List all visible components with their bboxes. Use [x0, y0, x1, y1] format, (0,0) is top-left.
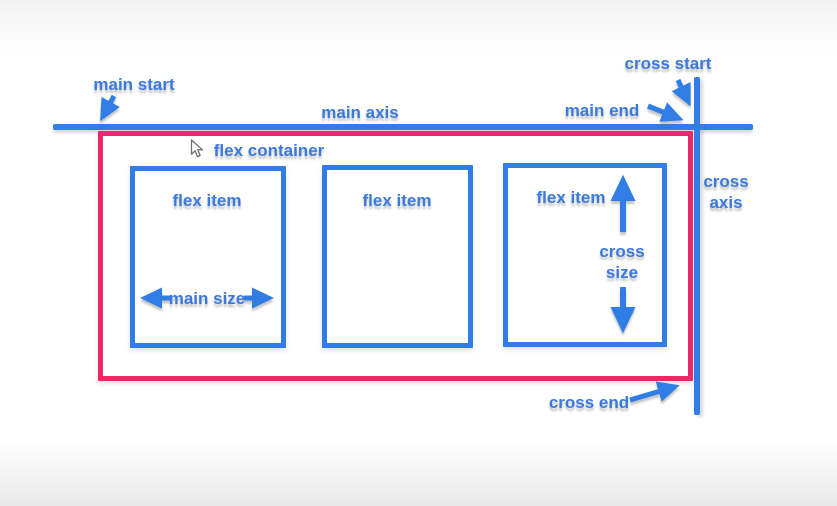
main-axis-line: [53, 124, 753, 130]
cross-start-arrow: [671, 78, 691, 107]
main-start-arrow: [100, 94, 120, 122]
main-end-arrow: [647, 102, 684, 122]
main-end-label: main end: [564, 101, 640, 120]
mouse-cursor-icon: [190, 139, 204, 158]
cross-end-arrow: [629, 381, 680, 403]
flex-item-label-2: flex item: [362, 191, 432, 210]
cross-size-label: cross size: [599, 241, 644, 283]
flex-container-box: [98, 131, 693, 381]
bottom-fade: [0, 440, 837, 506]
cross-start-label: cross start: [624, 54, 712, 73]
top-fade: [0, 0, 837, 58]
cross-end-label: cross end: [548, 393, 630, 412]
cross-axis-line: [694, 77, 700, 415]
flex-item-box-1: [130, 166, 286, 348]
main-axis-label: main axis: [321, 103, 399, 122]
cross-axis-label-line2: axis: [709, 193, 743, 212]
main-size-label: main size: [168, 289, 246, 308]
flex-item-label-1: flex item: [172, 191, 242, 210]
cross-size-label-line1: cross: [599, 242, 645, 261]
cross-size-label-line2: size: [605, 263, 639, 282]
flex-item-box-2: [322, 165, 473, 348]
main-start-label: main start: [93, 75, 175, 94]
flex-container-label: flex container: [213, 141, 325, 160]
flex-item-box-3: [503, 163, 667, 347]
cross-axis-label: cross axis: [703, 171, 748, 213]
cross-axis-label-line1: cross: [703, 172, 749, 191]
flex-item-label-3: flex item: [536, 188, 606, 207]
